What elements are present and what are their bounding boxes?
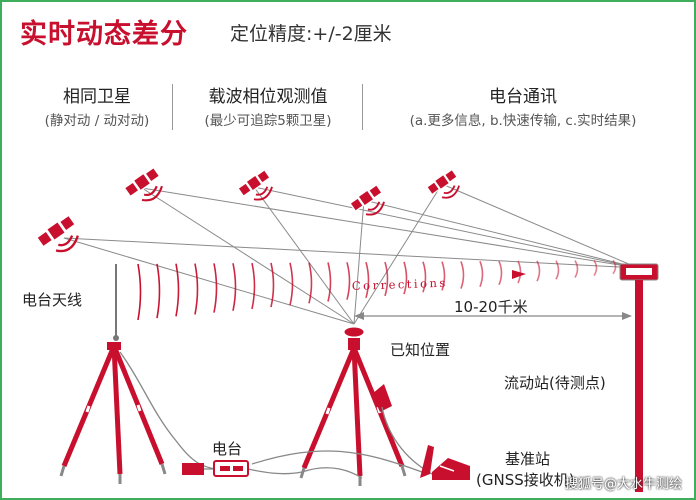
column-note-1: (静对动 / 动对动) (44, 113, 150, 129)
satellite-icon (425, 167, 461, 199)
radio-icon (372, 384, 392, 412)
cable (247, 467, 363, 479)
radio-wave-arc (612, 259, 617, 275)
radio-wave-arc (422, 261, 427, 293)
satellite-icon (122, 165, 163, 202)
radio-wave-arc (555, 260, 560, 280)
radio-antenna-label: 电台天线 (22, 291, 83, 309)
radio-wave-arc (593, 259, 598, 277)
radio-wave-arc (460, 261, 465, 289)
corrections-arrowhead (512, 270, 526, 279)
page-title: 实时动态差分 (20, 19, 188, 50)
radio-wave-arc (517, 260, 522, 284)
radio-wave-arc (156, 263, 161, 319)
page-subtitle: 定位精度:+/-2厘米 (230, 23, 392, 45)
column-title-2: 载波相位观测值 (208, 87, 328, 107)
radio-wave-arc (270, 262, 275, 308)
tripod-icon (301, 326, 405, 486)
radio-wave-arc (441, 261, 446, 291)
radio-wave-arc (137, 263, 142, 321)
signal-lines (63, 183, 639, 325)
column-title-3: 电台通讯 (489, 87, 557, 107)
distance-dimension (354, 312, 632, 320)
column-divider (362, 84, 363, 130)
base-station-label: 基准站 (505, 450, 551, 468)
radio-wave-arc (175, 263, 180, 317)
radio-wave-arc (194, 263, 199, 315)
radio-wave-arc (498, 260, 503, 286)
cable (251, 450, 423, 473)
radio-wave-arc (308, 262, 313, 304)
radio-wave-arc (346, 262, 351, 300)
corrections-label: Corrections (352, 276, 448, 293)
distance-label: 10-20千米 (454, 298, 528, 316)
radio-wave-arc (574, 260, 579, 278)
radio-wave-arc (384, 261, 389, 297)
radio-wave-arc (536, 260, 541, 282)
base-antenna (113, 264, 119, 341)
radio-wave-arc (479, 261, 484, 287)
satellite-icon (236, 168, 273, 201)
radio-unit (182, 460, 249, 477)
rover-label: 流动站(待测点) (504, 374, 606, 392)
column-note-2: (最少可追踪5颗卫星) (204, 113, 332, 129)
cable (119, 351, 217, 470)
radio-wave-arc (213, 263, 218, 313)
satellite-icon (348, 183, 385, 216)
rover-pole-icon (619, 263, 659, 492)
radio-label: 电台 (212, 440, 243, 458)
radio-wave-arc (327, 262, 332, 302)
base-station-sublabel: (GNSS接收机) (476, 471, 575, 489)
satellite-icon (34, 212, 79, 253)
radio-waves (137, 259, 617, 321)
column-divider (172, 84, 173, 130)
tripod-icon (61, 342, 165, 484)
watermark: 搜狐号@大水牛测绘 (564, 477, 682, 492)
radio-wave-arc (289, 262, 294, 306)
column-title-1: 相同卫星 (63, 87, 131, 107)
column-note-3: (a.更多信息, b.快速传输, c.实时结果) (409, 113, 637, 129)
radio-wave-arc (232, 263, 237, 311)
radio-wave-arc (403, 261, 408, 295)
radio-wave-arc (365, 261, 370, 299)
known-position-label: 已知位置 (390, 341, 451, 359)
radio-wave-arc (251, 262, 256, 310)
gnss-receiver-icon (420, 445, 470, 480)
